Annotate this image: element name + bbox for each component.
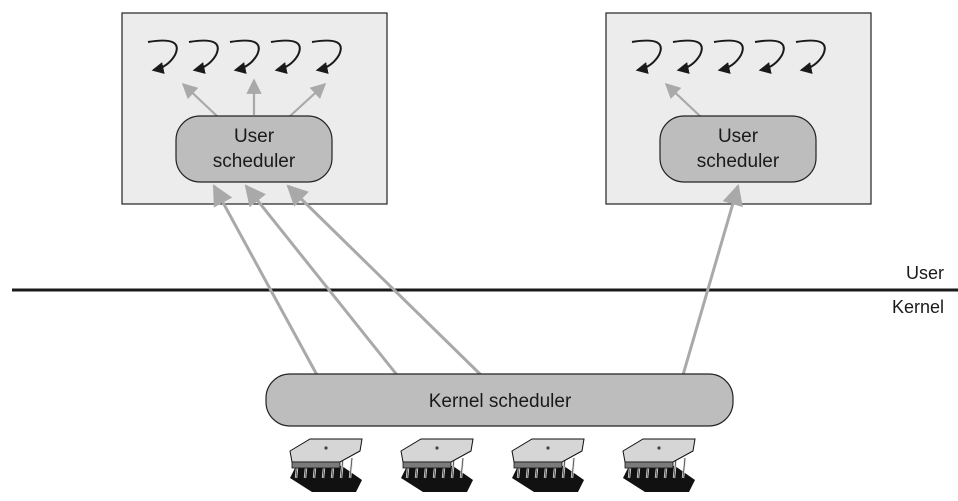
user-scheduler-2-label-line1: User [718,126,759,147]
user-scheduler-1-label-line1: User [234,126,275,147]
cpu-chip-icon [622,438,696,492]
user-scheduler-1-label-line2: scheduler [213,151,296,172]
cpu-chip-icon [511,438,585,492]
thread-icon [713,39,744,74]
thread-group-1 [147,39,342,74]
upcall-arrow [244,184,399,376]
user-scheduler-2-label-line2: scheduler [697,151,780,172]
user-mode-label: User [906,263,944,283]
kernel-mode-label: Kernel [892,297,944,317]
dispatch-arrow [664,82,702,118]
thread-icon [188,39,219,74]
thread-group-2 [631,39,826,74]
thread-icon [311,39,342,74]
upcall-arrow [212,184,319,376]
thread-icon [229,39,260,74]
dispatch-arrow [288,82,327,118]
thread-icon [672,39,703,74]
kernel-scheduler [265,373,734,427]
upcall-arrow [286,184,483,377]
cpu-chip-icon [289,438,363,492]
upcall-arrow [681,183,743,376]
thread-icon [795,39,826,74]
kernel-scheduler-label: Kernel scheduler [429,391,572,412]
user-scheduler-2 [659,115,817,183]
user-scheduler-1 [175,115,333,183]
thread-icon [631,39,662,74]
thread-icon [754,39,785,74]
cpu-group [289,438,696,492]
thread-icon [147,39,178,74]
thread-icon [270,39,301,74]
dispatch-arrow [181,82,219,118]
cpu-chip-icon [400,438,474,492]
